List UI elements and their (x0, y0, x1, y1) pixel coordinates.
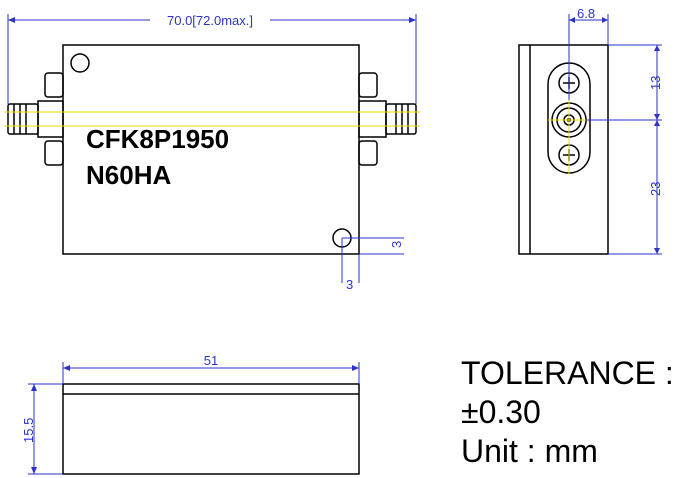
dim-hole-y-label: 3 (389, 241, 404, 248)
top-view: 70.0[72.0max.] 3 3 CFK8P1950 N60HA (4, 13, 420, 292)
right-connector (358, 72, 417, 166)
dim-vertical: 13 23 (586, 44, 663, 255)
dim-width: 51 (62, 353, 360, 384)
mounting-hole-top-left (70, 53, 90, 73)
dim-top-label: 13 (648, 76, 663, 90)
tolerance-label: TOLERANCE : (461, 355, 674, 391)
bottom-view: 51 15.5 (21, 353, 360, 475)
dim-connector-offset: 6.8 (568, 6, 609, 100)
model-suffix: N60HA (86, 160, 171, 190)
unit-label: Unit : mm (461, 433, 598, 469)
dim-height-label: 15.5 (21, 418, 36, 443)
dim-length-label: 70.0[72.0max.] (167, 13, 253, 28)
dim-hole-x-label: 3 (346, 277, 353, 292)
tolerance-value: ±0.30 (461, 394, 541, 430)
tolerance-notes: TOLERANCE : ±0.30 Unit : mm (461, 355, 674, 469)
dim-bottom-label: 23 (648, 182, 663, 196)
dim-connector-offset-label: 6.8 (577, 6, 595, 21)
side-view-body (518, 44, 609, 255)
dim-height: 15.5 (21, 383, 63, 475)
dim-width-label: 51 (204, 353, 218, 368)
model-number: CFK8P1950 (86, 124, 229, 154)
side-view: 6.8 13 23 (518, 6, 663, 255)
dim-hole: 3 3 (341, 237, 404, 292)
bottom-view-body (62, 383, 360, 475)
left-connector (7, 72, 64, 166)
dim-length: 70.0[72.0max.] (7, 13, 417, 104)
